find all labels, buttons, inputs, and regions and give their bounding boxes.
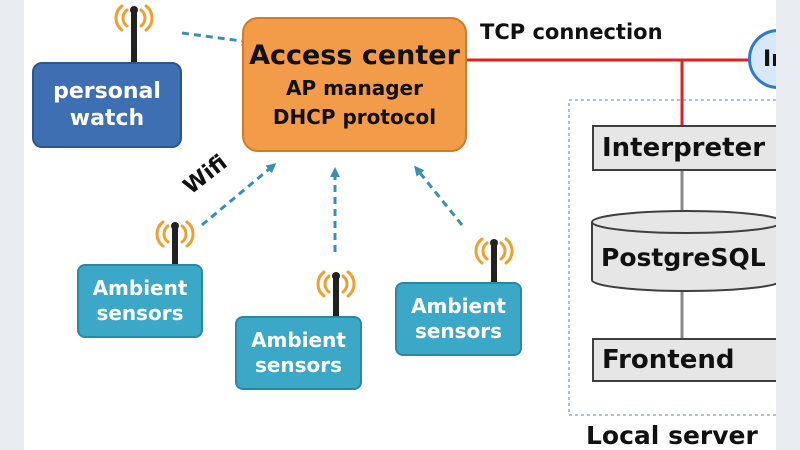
connections-layer — [181, 31, 776, 416]
sensor-right-line2: sensors — [414, 319, 503, 343]
local-server-frame — [568, 99, 776, 416]
local-server-label: Local server — [586, 421, 758, 450]
access-center-line1: AP manager — [286, 76, 423, 101]
frontend-box: Frontend — [592, 338, 776, 382]
watch-to-center-arrow — [181, 31, 252, 47]
diagram-canvas: personal watch Access center AP manager … — [24, 0, 776, 450]
sensor-middle-line2: sensors — [254, 353, 343, 377]
ambient-sensor-middle: Ambient sensors — [235, 316, 362, 390]
tcp-connection-label: TCP connection — [480, 20, 663, 44]
sensor-right-to-center-arrow — [414, 165, 464, 226]
internet-label: In — [763, 46, 776, 72]
personal-watch-line1: personal — [53, 78, 161, 104]
sensor-left-line1: Ambient — [92, 276, 188, 300]
interpreter-box: Interpreter — [592, 125, 776, 171]
access-center-node: Access center AP manager DHCP protocol — [242, 17, 467, 152]
access-center-title: Access center — [249, 39, 460, 71]
personal-watch-line2: watch — [69, 106, 145, 131]
wireless-waves-icon — [155, 220, 195, 248]
sensor-left-to-center-arrow — [201, 163, 277, 227]
ambient-sensor-right: Ambient sensors — [395, 282, 522, 356]
antenna-icon — [114, 4, 154, 62]
wireless-waves-icon — [114, 4, 154, 32]
database-cylinder — [591, 210, 776, 292]
wireless-waves-icon — [474, 237, 514, 265]
access-center-line2: DHCP protocol — [272, 105, 437, 130]
ambient-sensor-left: Ambient sensors — [77, 264, 203, 338]
antenna-icon — [474, 237, 514, 295]
database-label: PostgreSQL — [601, 243, 766, 272]
antenna-icon — [155, 220, 195, 278]
antenna-icon — [316, 270, 356, 328]
sensor-right-line1: Ambient — [411, 294, 506, 318]
personal-watch-node: personal watch — [32, 62, 182, 148]
sensor-left-line2: sensors — [96, 301, 184, 325]
wireless-waves-icon — [316, 270, 356, 298]
sensor-middle-line1: Ambient — [251, 328, 346, 352]
